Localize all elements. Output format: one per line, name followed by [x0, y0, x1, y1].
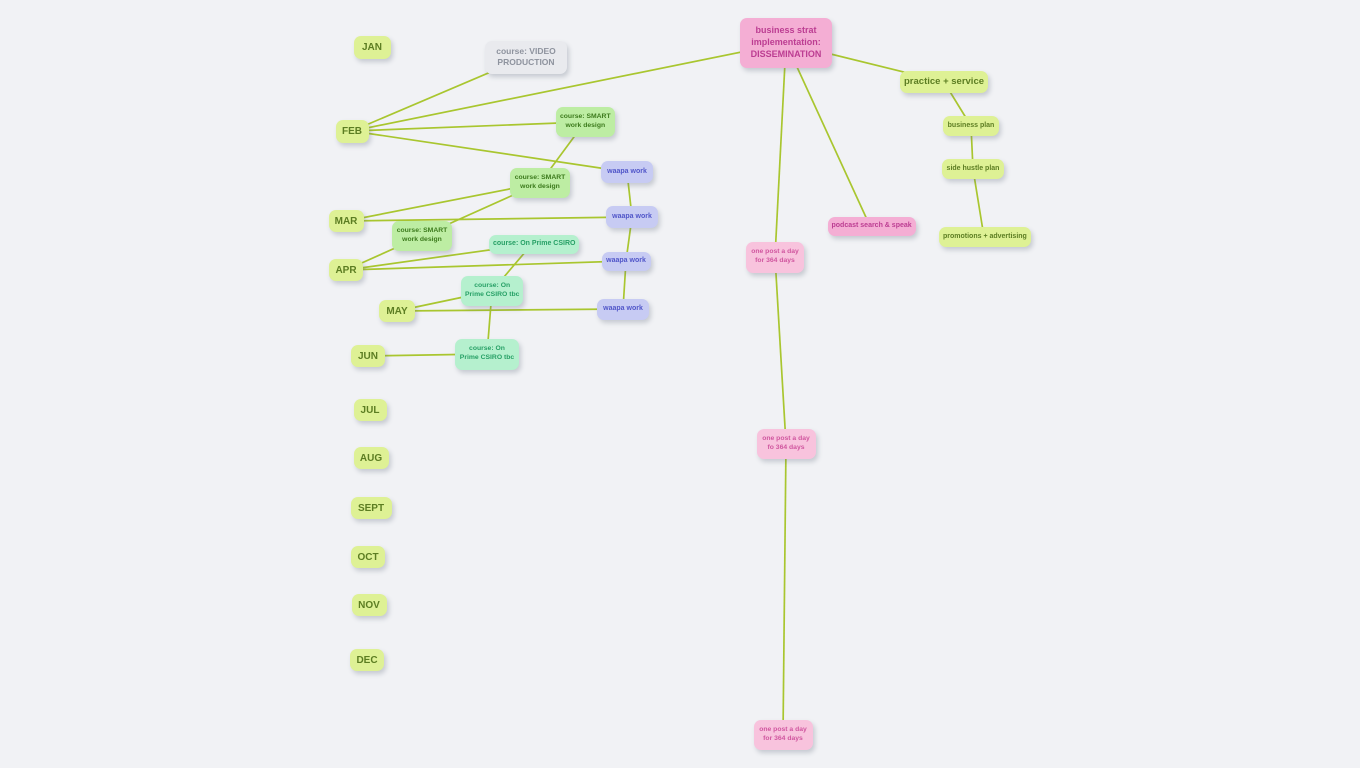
edge-apr-waapa3 [345, 260, 627, 271]
node-waapa4[interactable]: waapa work [597, 298, 649, 320]
node-apr[interactable]: APR [329, 259, 363, 281]
node-promos[interactable]: promotions + advertising [939, 227, 1031, 247]
node-smart2[interactable]: course: SMART work design [510, 168, 570, 198]
node-video[interactable]: course: VIDEO PRODUCTION [485, 40, 567, 74]
edge-may-waapa4 [396, 308, 624, 312]
node-aug[interactable]: AUG [353, 447, 389, 469]
node-bizplan[interactable]: business plan [943, 116, 999, 136]
node-strat[interactable]: business strat implementation: DISSEMINA… [740, 18, 832, 68]
node-post2[interactable]: one post a day fo 364 days [756, 429, 816, 459]
edge-mar-smart2 [345, 182, 541, 222]
edge-strat-post1 [774, 42, 787, 258]
edge-feb-strat [351, 42, 787, 132]
node-sept[interactable]: SEPT [350, 497, 392, 519]
node-waapa2[interactable]: waapa work [606, 206, 658, 228]
node-smart3[interactable]: course: SMART work design [392, 221, 452, 251]
node-feb[interactable]: FEB [335, 119, 369, 143]
node-waapa3[interactable]: waapa work [601, 251, 651, 271]
edge-sidehustle-promos [972, 168, 985, 238]
node-podcast[interactable]: podcast search & speak [827, 216, 916, 236]
node-onprime[interactable]: course: On Prime CSIRO [489, 234, 580, 254]
edge-strat-podcast [785, 42, 871, 227]
edge-post1-post2 [774, 256, 787, 445]
node-jun[interactable]: JUN [351, 345, 385, 367]
edge-feb-smart1 [351, 121, 586, 132]
node-nov[interactable]: NOV [351, 594, 387, 616]
node-practice[interactable]: practice + service [900, 71, 989, 93]
edge-post2-post3 [782, 443, 787, 736]
edge-mar-waapa2 [345, 216, 633, 222]
node-mar[interactable]: MAR [328, 210, 364, 232]
node-post3[interactable]: one post a day for 364 days [753, 720, 813, 750]
node-waapa1[interactable]: waapa work [601, 161, 653, 183]
node-sidehustle[interactable]: side hustle plan [942, 159, 1004, 179]
edge-feb-waapa1 [351, 130, 628, 173]
node-jan[interactable]: JAN [353, 35, 391, 59]
node-post1[interactable]: one post a day for 364 days [746, 241, 804, 273]
node-oct[interactable]: OCT [351, 546, 385, 568]
node-tbc1[interactable]: course: On Prime CSIRO tbc [461, 276, 524, 306]
node-jul[interactable]: JUL [353, 399, 387, 421]
node-tbc2[interactable]: course: On Prime CSIRO tbc [455, 338, 519, 370]
node-smart1[interactable]: course: SMART work design [556, 107, 615, 137]
node-dec[interactable]: DEC [350, 649, 384, 671]
node-may[interactable]: MAY [379, 300, 415, 322]
